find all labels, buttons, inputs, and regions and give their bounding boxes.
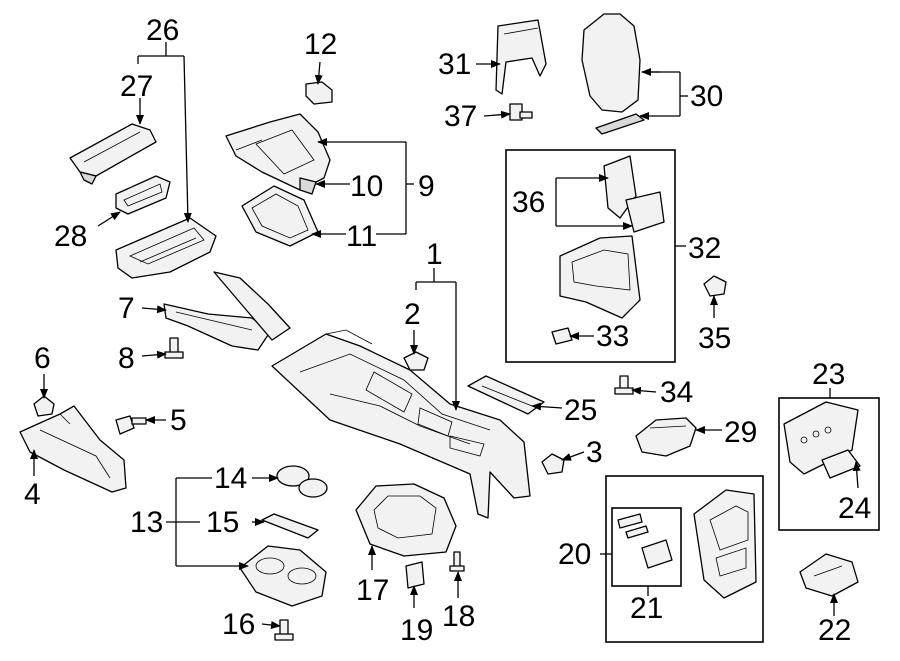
part-12-clip: [305, 81, 333, 105]
part-34-bolt: [614, 375, 634, 395]
callout-18: 18: [442, 600, 475, 633]
part-8-bolt: [164, 337, 184, 359]
callout-11: 11: [346, 220, 377, 253]
callout-28: 28: [54, 220, 87, 253]
part-17-storage-bin: [355, 483, 457, 557]
part-21-labels: [617, 513, 673, 569]
callout-1: 1: [426, 238, 443, 271]
callout-3: 3: [586, 436, 603, 469]
callout-32: 32: [688, 232, 721, 265]
callout-36: 36: [512, 186, 545, 219]
callout-22: 22: [818, 614, 851, 647]
callout-26: 26: [146, 14, 179, 47]
part-15-strip: [261, 513, 319, 539]
callout-35: 35: [698, 322, 731, 355]
part-27-trim-panel: [69, 123, 157, 185]
callout-4: 4: [24, 478, 41, 511]
part-35-nut: [703, 275, 727, 297]
callout-17: 17: [356, 574, 389, 607]
part-4-bracket: [19, 405, 127, 493]
callout-15: 15: [206, 506, 239, 539]
group-frame-21: [611, 507, 682, 587]
part-22-vent: [799, 553, 859, 597]
part-1-floor-console: [271, 329, 531, 519]
callout-8: 8: [118, 342, 135, 375]
callout-19: 19: [400, 614, 433, 647]
group-frame-32: [505, 149, 676, 363]
callout-labels: 1 2 3 4 5 6 7 8 9 10 11 12 13 14 15 16 1…: [24, 14, 871, 647]
part-7-side-molding: [163, 271, 291, 351]
part-26-console-insert: [115, 217, 217, 279]
part-9-shifter-bezel: [225, 113, 331, 195]
part-28-bracket: [115, 175, 171, 215]
part-11-trim-ring: [241, 185, 319, 247]
callout-37: 37: [444, 100, 477, 133]
callout-7: 7: [118, 292, 135, 325]
part-30-armrest-lid: [581, 13, 645, 135]
callout-9: 9: [418, 170, 435, 203]
part-5-screw: [115, 415, 147, 435]
callout-24: 24: [838, 492, 871, 525]
part-6-nut: [33, 395, 55, 417]
callout-6: 6: [34, 342, 51, 375]
callout-33: 33: [596, 320, 629, 353]
part-14-cupholder-mat: [276, 465, 328, 498]
part-37-bolt: [509, 103, 533, 121]
callout-10: 10: [350, 170, 383, 203]
callout-16: 16: [222, 608, 255, 641]
part-13-cupholder: [239, 545, 327, 607]
callout-30: 30: [690, 80, 723, 113]
part-3-nut: [541, 453, 565, 475]
callout-25: 25: [564, 394, 597, 427]
callout-21: 21: [630, 592, 663, 625]
part-20-rear-vent-panel: [693, 489, 757, 599]
callout-34: 34: [660, 376, 693, 409]
group-frame-23: [778, 397, 880, 531]
callout-12: 12: [304, 28, 337, 61]
callout-27: 27: [120, 70, 153, 103]
part-32-armrest-base: [559, 235, 641, 319]
callout-14: 14: [214, 462, 247, 495]
part-33-clip: [551, 327, 573, 345]
part-19-pad: [405, 561, 425, 589]
group-frame-20: [605, 475, 764, 643]
leader-lines: [30, 42, 861, 629]
part-18-bolt: [449, 551, 465, 572]
callout-23: 23: [812, 358, 845, 391]
part-2-latch: [403, 351, 429, 371]
part-29-armrest-pad: [635, 417, 697, 457]
part-36-hinge: [603, 155, 665, 233]
callout-2: 2: [404, 298, 421, 331]
callout-31: 31: [438, 48, 471, 81]
callout-13: 13: [130, 506, 163, 539]
callout-20: 20: [558, 538, 591, 571]
callout-29: 29: [724, 416, 757, 449]
part-31-back-panel: [495, 19, 547, 95]
part-16-bolt: [274, 619, 294, 641]
callout-5: 5: [170, 404, 187, 437]
part-25-console-mat: [467, 375, 545, 415]
